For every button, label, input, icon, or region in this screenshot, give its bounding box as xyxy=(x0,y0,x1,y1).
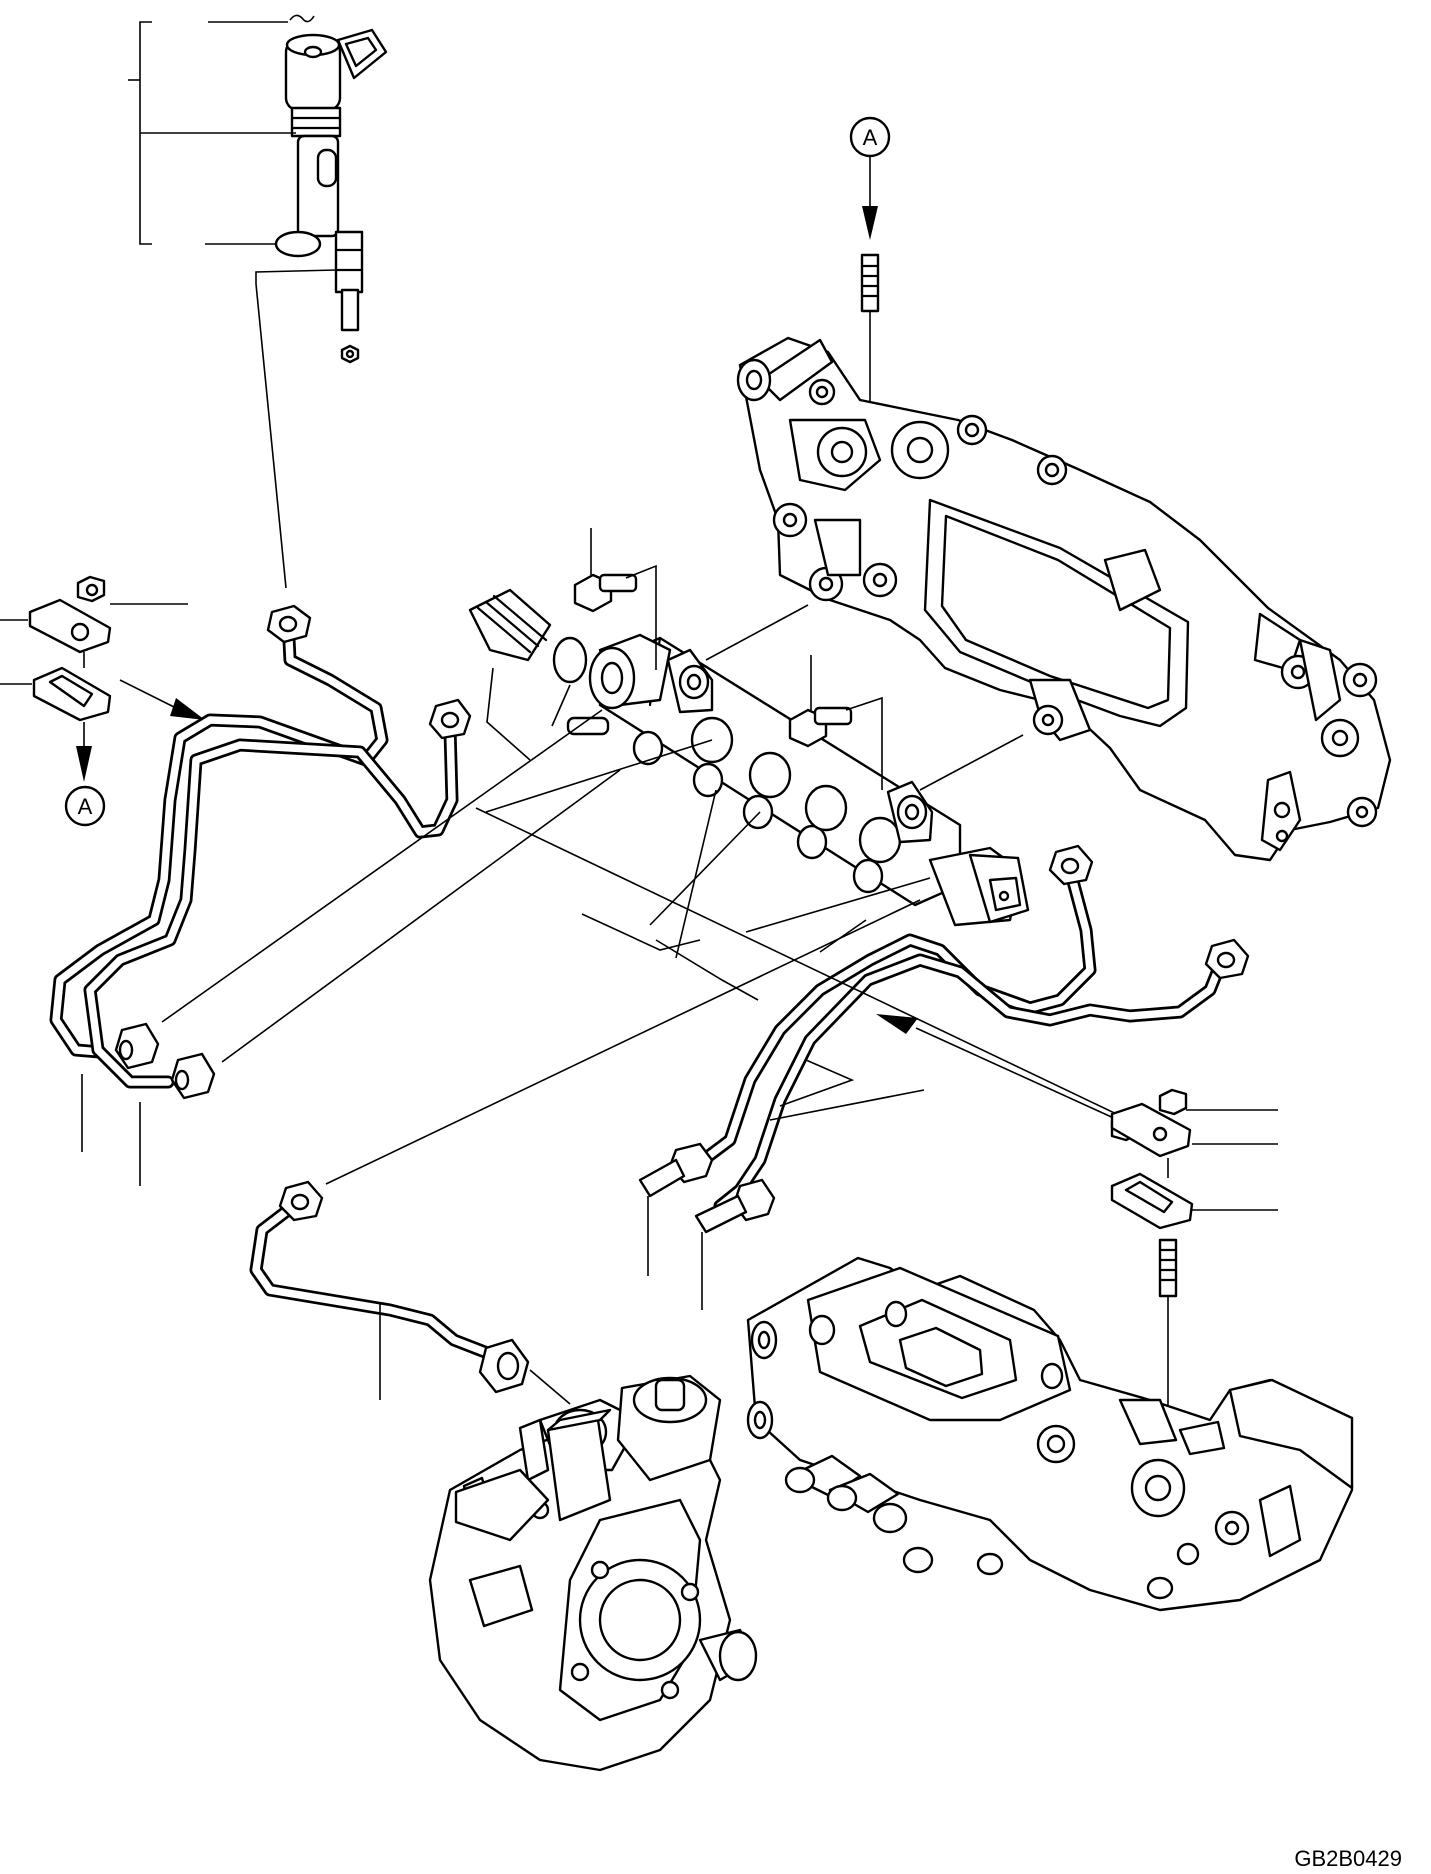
rail-bolt-lower xyxy=(788,655,853,748)
pipe-nut xyxy=(1204,938,1250,980)
drawing-code: GB2B0429 xyxy=(1294,1846,1402,1871)
pipe-nut xyxy=(428,698,472,740)
pipe-nut xyxy=(170,1052,216,1100)
pipe-nut xyxy=(114,1022,160,1070)
intake-manifold xyxy=(736,336,1392,862)
arrow-down-icon xyxy=(76,746,92,782)
injection-pipe-3 xyxy=(683,863,1097,1177)
injection-pipe-4 xyxy=(713,953,1229,1213)
o-ring-icon xyxy=(274,230,322,258)
arrow-right-icon xyxy=(170,698,205,720)
intake-connector xyxy=(746,1256,1354,1612)
arrow-left-icon xyxy=(876,1014,918,1034)
pressure-relief-valve xyxy=(468,588,588,761)
pipe-clamp-right xyxy=(1110,1088,1278,1230)
fuel-supply-pump xyxy=(428,1369,758,1772)
pipe-nut xyxy=(478,1338,530,1394)
callout-a-left: A xyxy=(64,785,106,827)
injection-pipe-1 xyxy=(49,613,389,1059)
injection-pipe-2 xyxy=(83,723,459,1089)
pipe-nut xyxy=(638,1142,714,1198)
supply-pipe xyxy=(249,1197,497,1361)
pipe-nut xyxy=(278,1180,324,1222)
pipe-nut xyxy=(266,604,312,644)
callout-label: A xyxy=(863,125,878,150)
mounting-stud xyxy=(860,253,880,410)
pipe-nut xyxy=(1048,844,1094,886)
arrow-down-icon xyxy=(862,206,878,240)
callout-a-top: A xyxy=(849,116,891,240)
fuel-injector xyxy=(128,14,388,589)
rail-bolt-upper xyxy=(573,528,638,613)
pipe-nut xyxy=(694,1178,776,1234)
callout-label: A xyxy=(78,794,93,819)
common-rail xyxy=(566,633,1030,927)
pipe-clamp-left xyxy=(0,575,205,782)
